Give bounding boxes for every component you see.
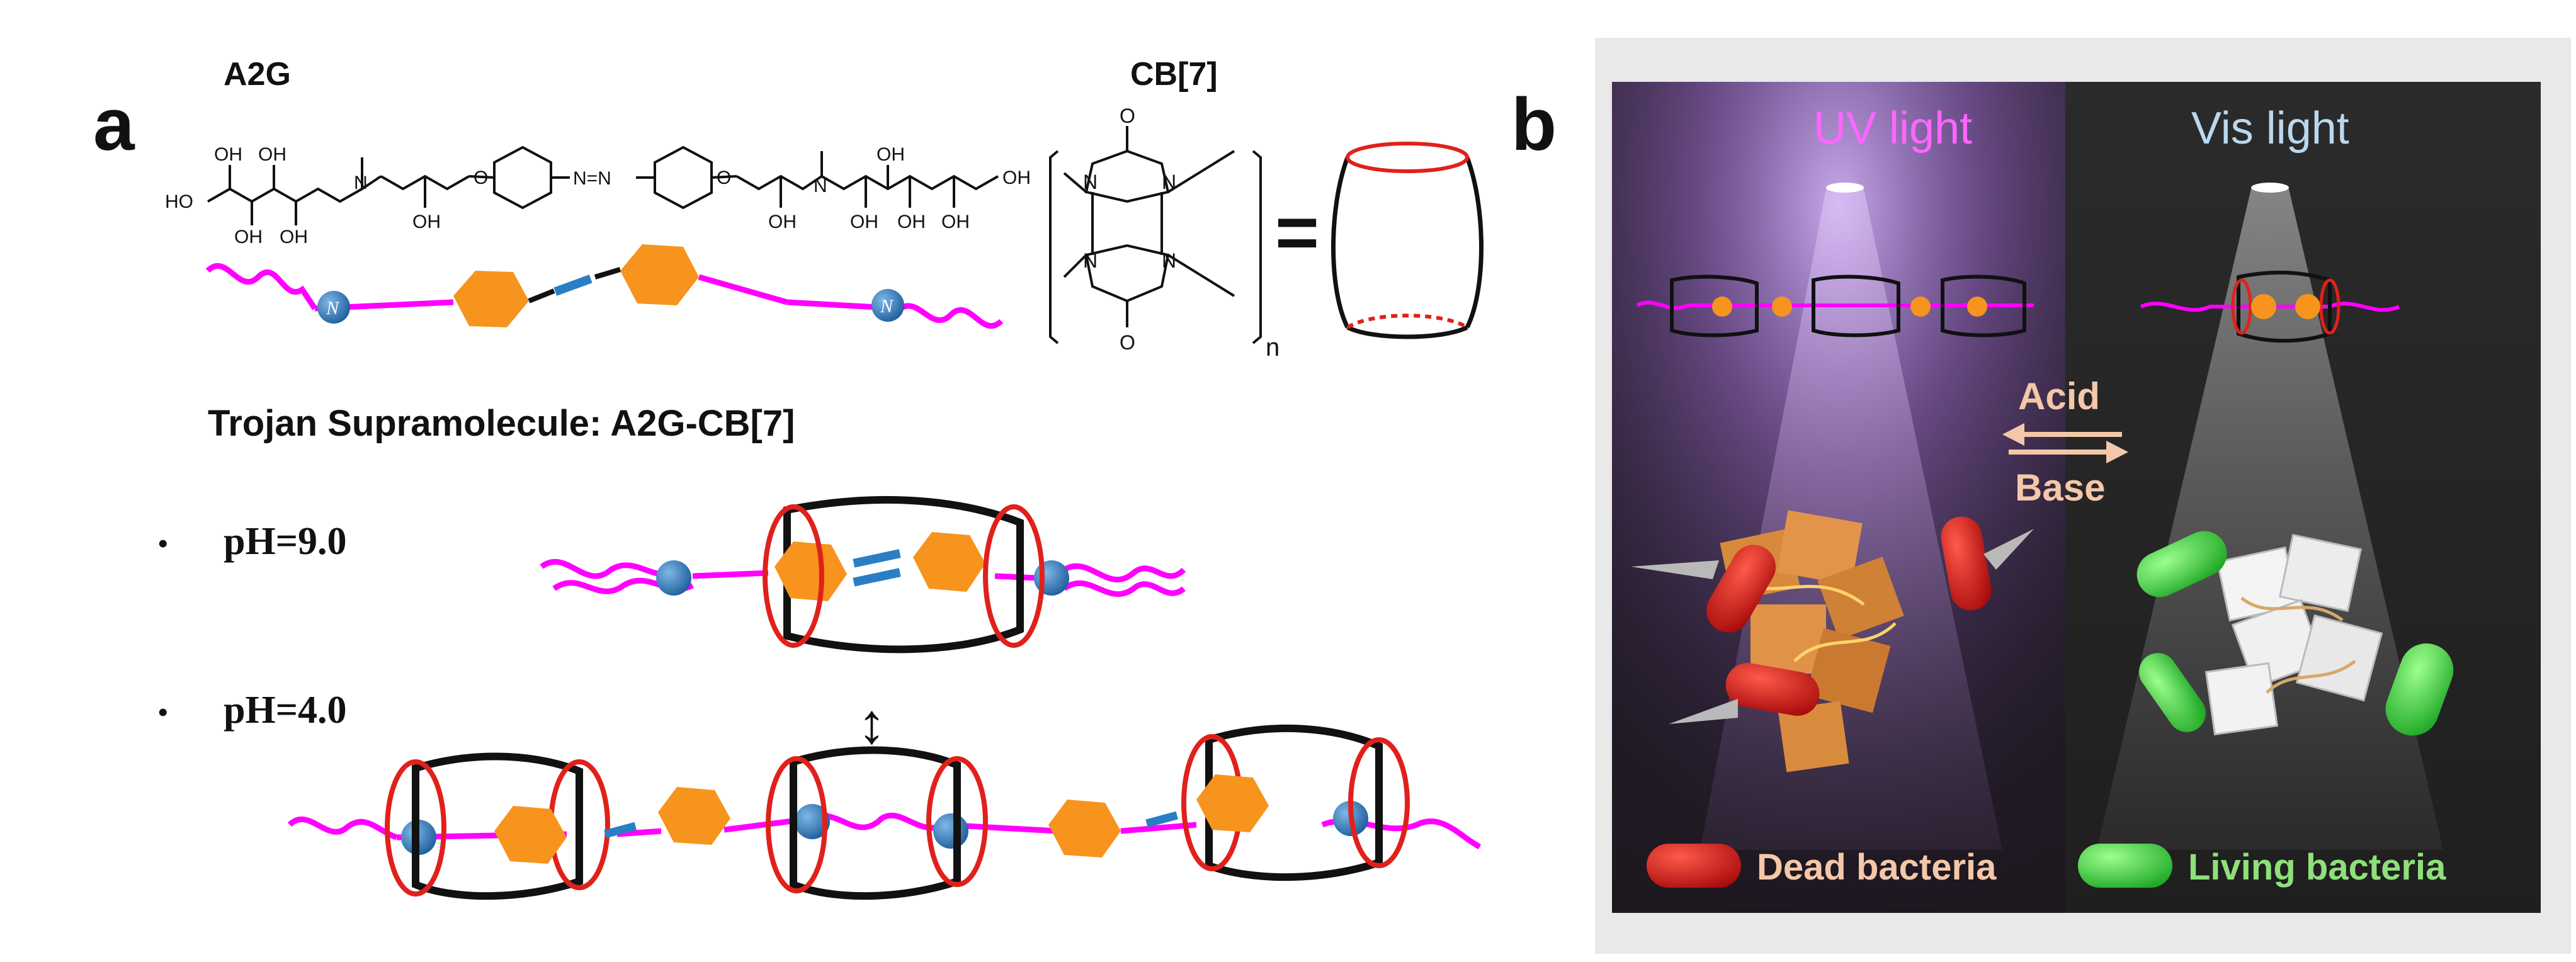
cb7-o-label-top: O xyxy=(1120,105,1135,127)
chem-oh-label-7: OH xyxy=(850,212,878,232)
dead-bacterium xyxy=(1706,545,1776,633)
chem-o-label-2: O xyxy=(717,167,731,188)
spike xyxy=(1669,699,1738,724)
nitrogen-bead xyxy=(933,813,968,849)
cb7-n-label-4: N xyxy=(1162,249,1176,272)
uv-lamp xyxy=(1826,183,1864,193)
azobenzene-hexagon xyxy=(658,787,730,845)
chem-azo-label: N=N xyxy=(573,168,611,189)
nitrogen-symbol: N xyxy=(326,298,340,319)
chem-o-label-1: O xyxy=(474,167,488,188)
vis-light-label: Vis light xyxy=(2191,103,2349,154)
equals-sign: = xyxy=(1275,190,1319,274)
living-bacteria-label: Living bacteria xyxy=(2188,847,2446,888)
cb7-structure xyxy=(1049,126,1262,344)
chem-n-label-2: N xyxy=(814,176,827,196)
supramolecule-title: Trojan Supramolecule: A2G-CB[7] xyxy=(208,403,795,444)
chem-oh-label-6: OH xyxy=(768,212,797,232)
a2g-structure xyxy=(207,145,999,225)
cb7-title: CB[7] xyxy=(1130,56,1218,93)
dead-bacterium xyxy=(1725,663,1820,716)
chem-oh-label-2: OH xyxy=(258,144,287,165)
nitrogen-bead xyxy=(317,291,350,324)
azobenzene-hexagon xyxy=(1048,800,1121,857)
acid-label: Acid xyxy=(2018,375,2100,417)
ph-high-label: pH=9.0 xyxy=(224,520,347,563)
cb7-barrel-icon xyxy=(1331,142,1484,339)
cb7-n-label-1: N xyxy=(1083,171,1098,193)
nitrogen-bead xyxy=(656,560,691,596)
nitrogen-bead xyxy=(871,289,904,322)
panel-a: a A2G CB[7] xyxy=(93,56,1484,900)
chem-oh-label-3: OH xyxy=(234,227,263,247)
living-bacterium xyxy=(2385,643,2454,736)
ph-low-label: pH=4.0 xyxy=(224,689,347,732)
vis-supramolecule xyxy=(2140,270,2400,343)
azobenzene-hexagon xyxy=(453,271,529,327)
spike xyxy=(1983,529,2034,570)
chem-oh-label-9: OH xyxy=(897,212,926,232)
chem-oh-label-1: OH xyxy=(214,144,242,165)
base-label: Base xyxy=(2015,467,2105,509)
bullet: • xyxy=(157,526,169,561)
dead-bacterium xyxy=(1941,516,1992,611)
vis-lamp xyxy=(2251,183,2289,193)
chem-n-label-1: N xyxy=(354,173,368,193)
reversible-arrow: ↕ xyxy=(858,693,886,755)
dead-bacteria-label: Dead bacteria xyxy=(1757,847,1997,888)
dead-bacteria-group xyxy=(1631,516,2034,724)
chem-oh-label-11: OH xyxy=(1002,167,1031,188)
azobenzene-hexagon xyxy=(913,532,985,592)
cb7-n-label-2: N xyxy=(1162,171,1176,193)
vis-aggregate xyxy=(2204,533,2383,736)
spike xyxy=(1631,560,1719,579)
uv-supramolecule xyxy=(1636,274,2034,337)
chem-oh-label-4: OH xyxy=(280,227,308,247)
azo-bond xyxy=(553,274,593,296)
cb7-o-label-bottom: O xyxy=(1120,331,1135,354)
uv-light-label: UV light xyxy=(1813,103,1972,154)
dead-bacteria-legend-icon xyxy=(1647,844,1741,888)
cb7-n-label-3: N xyxy=(1083,249,1098,272)
a2g-title: A2G xyxy=(224,56,291,93)
nitrogen-symbol: N xyxy=(880,296,894,317)
living-bacteria-legend-icon xyxy=(2078,844,2172,888)
chem-oh-label-10: OH xyxy=(941,212,970,232)
left-arrowhead xyxy=(2002,423,2024,446)
azobenzene-hexagon xyxy=(620,244,699,305)
chem-ho-label: HO xyxy=(165,191,193,212)
azobenzene-hexagon xyxy=(775,541,847,601)
ph9-complex xyxy=(540,495,1186,654)
living-bacteria-group xyxy=(2136,531,2454,736)
panel-b: b UV light Vis light xyxy=(1511,38,2571,954)
right-arrowhead xyxy=(2106,441,2128,463)
nitrogen-bead xyxy=(795,804,830,839)
bullet: • xyxy=(157,694,169,730)
chem-oh-label-5: OH xyxy=(412,212,441,232)
panel-b-label: b xyxy=(1511,83,1557,166)
ph4-complex xyxy=(287,724,1482,900)
a2g-cartoon: N N xyxy=(205,244,1004,329)
chem-oh-label-8: OH xyxy=(877,144,905,165)
panel-a-label: a xyxy=(93,83,135,166)
living-bacterium xyxy=(2136,531,2227,597)
cb7-subscript-n: n xyxy=(1266,334,1279,361)
living-bacterium xyxy=(2139,653,2206,732)
azobenzene-hexagon xyxy=(1196,774,1269,832)
azobenzene-hexagon xyxy=(494,806,567,864)
